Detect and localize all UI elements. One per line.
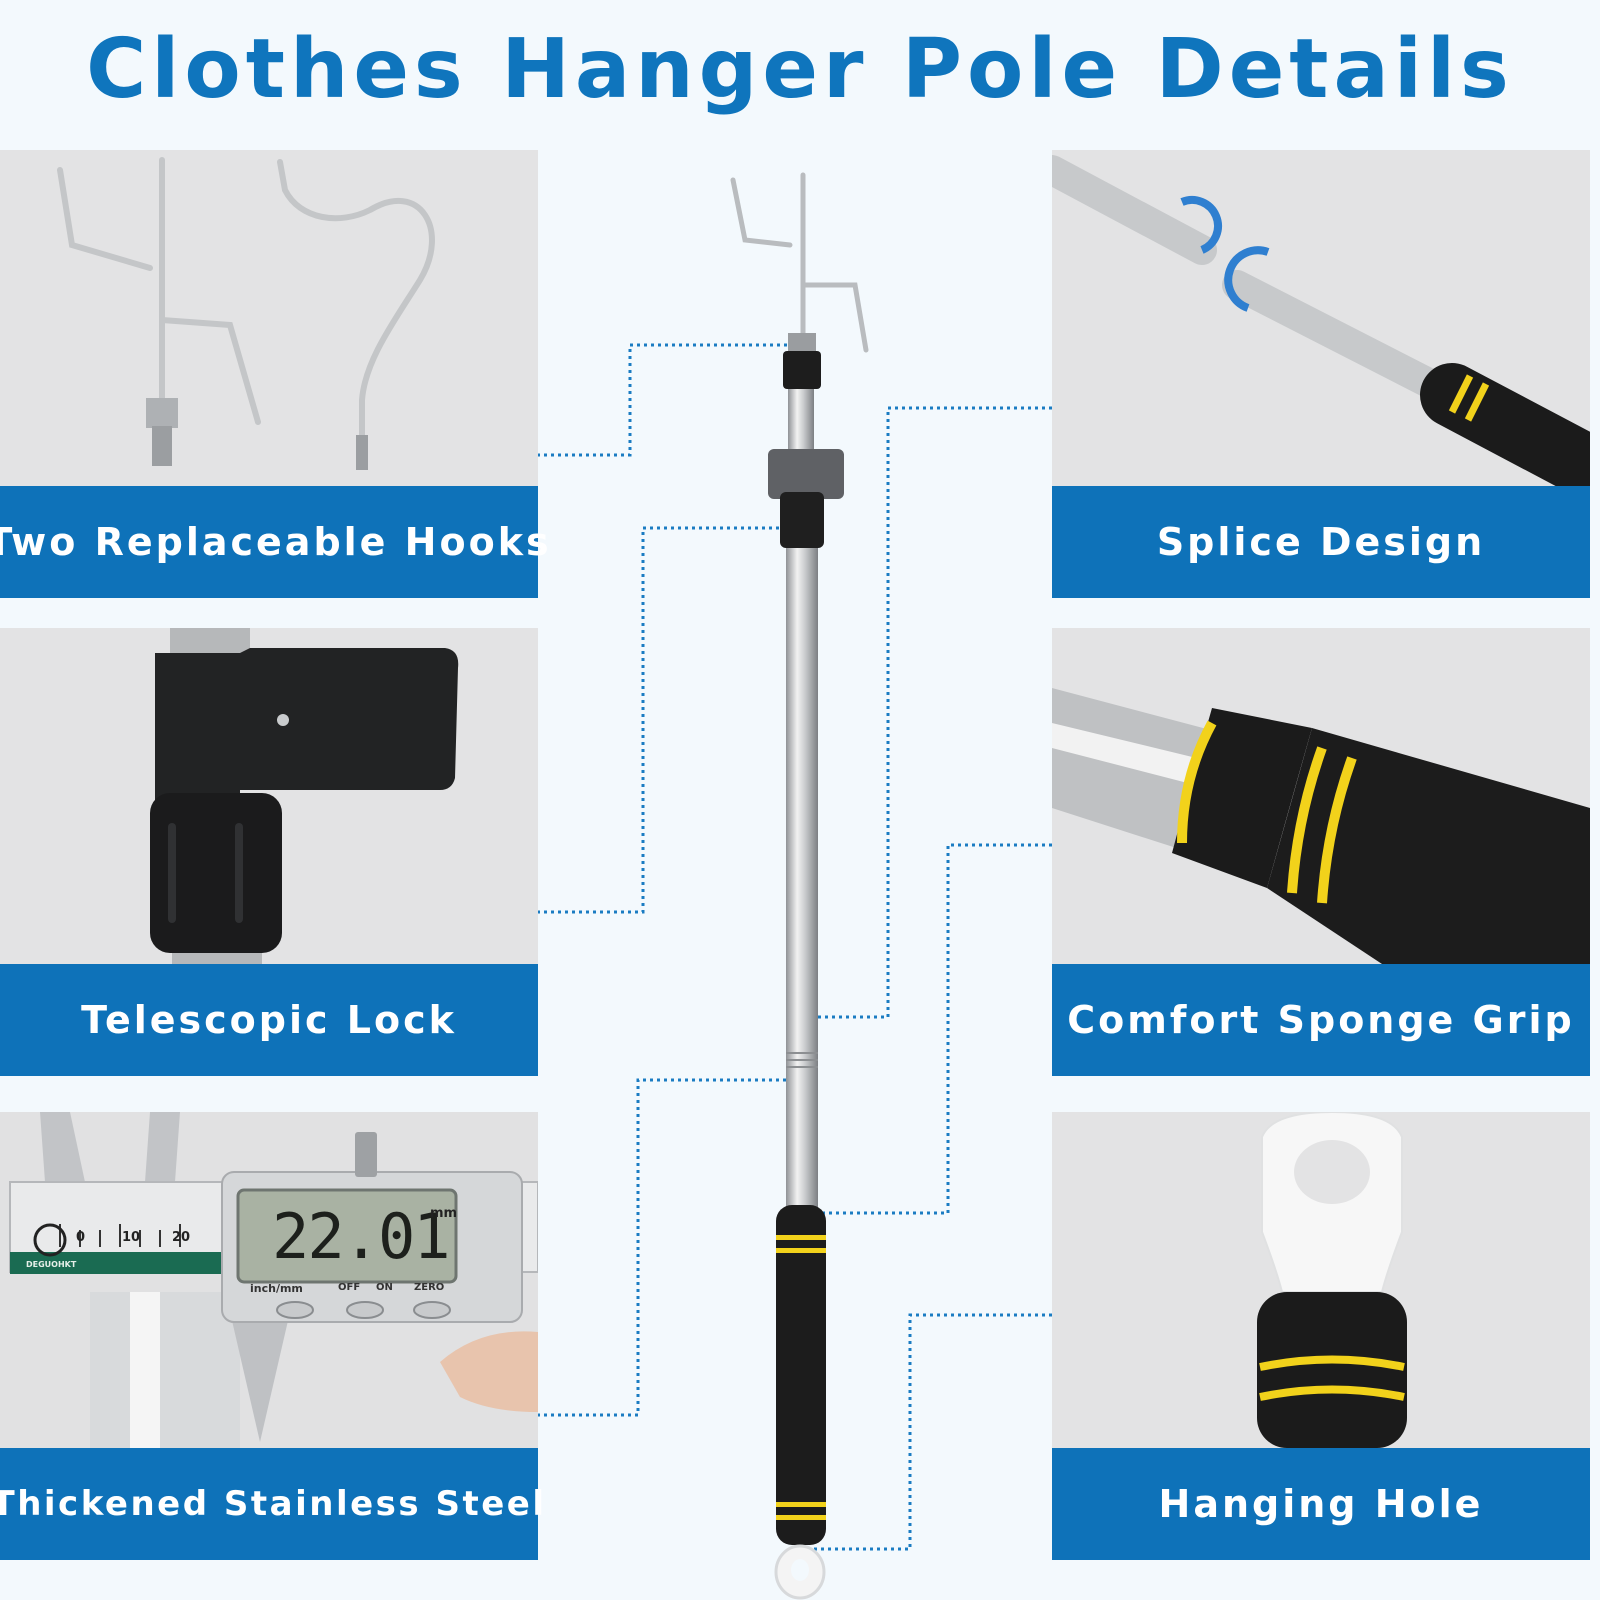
leader-hooks <box>537 343 795 457</box>
splice-photo <box>1052 150 1590 486</box>
leader-lock <box>537 526 793 914</box>
leader-splice <box>798 406 1052 1019</box>
page-title: Clothes Hanger Pole Details <box>86 22 1514 117</box>
caliper-scale-10: 10 <box>122 1230 141 1245</box>
leader-lines <box>537 343 1052 1551</box>
feature-panel-splice: Splice Design <box>1052 150 1590 598</box>
hooks-photo <box>0 150 538 486</box>
feature-panel-hooks: Two Replaceable Hooks <box>0 150 549 598</box>
grip-label: Comfort Sponge Grip <box>1052 964 1590 1076</box>
caliper-scale-20: 20 <box>172 1230 191 1245</box>
steel-label: Thickened Stainless Steel <box>0 1448 544 1560</box>
caliper-photo: 22.01 mm inch/mm OFF ON ZERO 0 10 20 DEG… <box>0 1112 538 1448</box>
caliper-button-zero: ZERO <box>414 1282 445 1293</box>
caliper-scale-0: 0 <box>76 1230 86 1245</box>
hole-label: Hanging Hole <box>1052 1448 1590 1560</box>
top-hook <box>730 172 869 353</box>
leader-steel <box>537 1078 800 1417</box>
caliper-button-off: OFF <box>338 1282 361 1293</box>
grip-photo <box>1052 628 1590 964</box>
caliper-display-reading: 22.01 <box>272 1200 451 1273</box>
hanging-hole-photo <box>1052 1112 1590 1448</box>
feature-panel-steel: 22.01 mm inch/mm OFF ON ZERO 0 10 20 DEG… <box>0 1112 544 1560</box>
feature-panel-grip: Comfort Sponge Grip <box>1052 628 1590 1076</box>
caliper-brand: DEGUOHKT <box>26 1260 77 1269</box>
lock-label: Telescopic Lock <box>0 964 538 1076</box>
caliper-display-unit: mm <box>430 1206 458 1221</box>
caliper-button-inch-mm: inch/mm <box>250 1282 303 1295</box>
splice-label: Splice Design <box>1052 486 1590 598</box>
feature-panel-lock: Telescopic Lock <box>0 628 538 1076</box>
caliper-button-on: ON <box>376 1282 393 1293</box>
hooks-label: Two Replaceable Hooks <box>0 486 549 598</box>
feature-panel-hole: Hanging Hole <box>1052 1112 1590 1560</box>
leader-grip <box>803 843 1052 1215</box>
leader-hole <box>798 1313 1052 1551</box>
lock-photo <box>0 628 538 964</box>
